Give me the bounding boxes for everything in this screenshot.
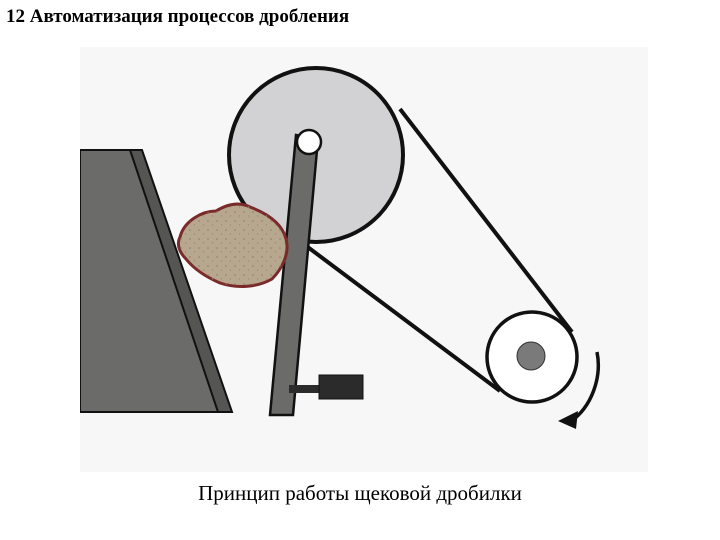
drive-belt-upper xyxy=(398,107,574,334)
fixed-jaw-face xyxy=(128,149,234,413)
rotation-arrowhead xyxy=(558,411,578,429)
drive-pulley-hub xyxy=(516,341,546,371)
rock-texture xyxy=(178,204,288,287)
figure-caption: Принцип работы щековой дробилки xyxy=(198,481,522,505)
drive-belt-lower xyxy=(303,243,502,393)
toggle-rod xyxy=(289,385,321,393)
motor-block xyxy=(318,374,364,400)
slide-title: 12 Автоматизация процессов дробления xyxy=(6,6,350,27)
eccentric-shaft xyxy=(295,128,323,156)
jaw-crusher-diagram xyxy=(80,47,648,472)
